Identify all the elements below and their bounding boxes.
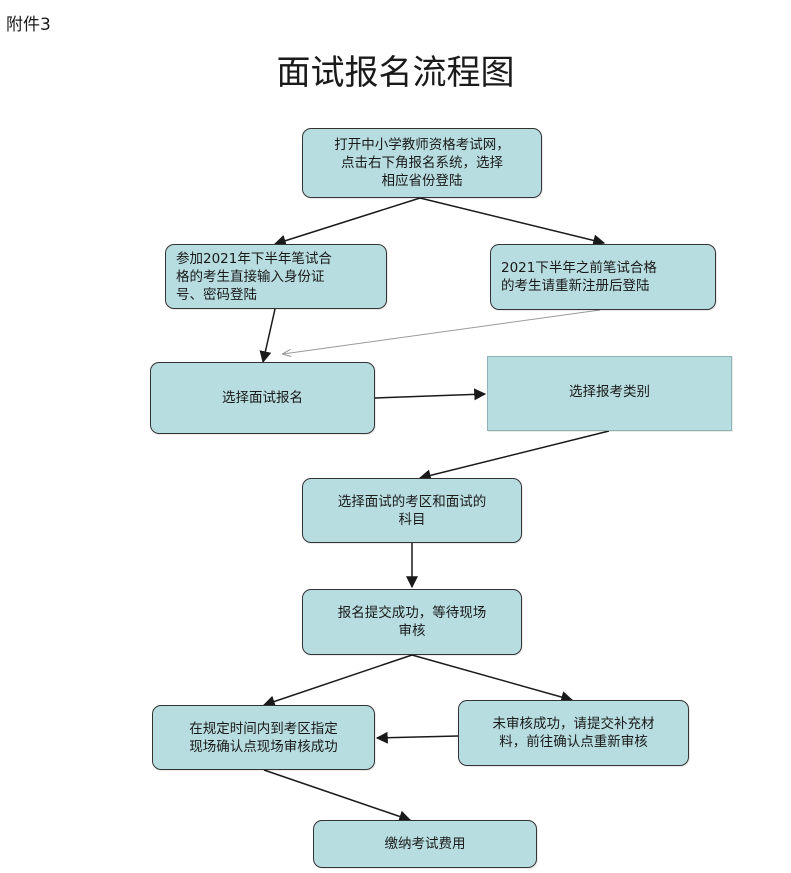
arrow-submit-to-onsite: [262, 654, 413, 708]
node-review-failed-text: 未审核成功，请提交补充材 料，前往确认点重新审核: [492, 716, 655, 750]
node-review-failed: 未审核成功，请提交补充材 料，前往确认点重新审核: [458, 700, 689, 766]
arrow-open-to-before: [419, 197, 606, 247]
node-before-2021-register: 2021下半年之前笔试合格 的考生请重新注册后登陆: [490, 244, 716, 310]
attachment-label: 附件3: [6, 15, 51, 35]
node-open-exam-website-text: 打开中小学教师资格考试网， 点击右下角报名系统，选择 相应省份登陆: [334, 137, 510, 189]
node-onsite-review-success: 在规定时间内到考区指定 现场确认点现场审核成功: [152, 705, 375, 770]
arrow-before-to-select: [283, 309, 601, 354]
node-open-exam-website: 打开中小学教师资格考试网， 点击右下角报名系统，选择 相应省份登陆: [302, 128, 542, 198]
node-select-area-subject-text: 选择面试的考区和面试的 科目: [337, 493, 487, 528]
arrow-select-to-category: [374, 388, 487, 401]
arrow-submit-to-failed: [411, 654, 574, 703]
arrow-passed-to-select: [259, 308, 276, 364]
node-passed-2021-login: 参加2021年下半年笔试合 格的考生直接输入身份证 号、密码登陆: [165, 244, 387, 309]
node-onsite-review-success-text: 在规定时间内到考区指定 现场确认点现场审核成功: [189, 720, 338, 755]
node-select-interview-registration: 选择面试报名: [150, 362, 375, 434]
node-select-category: 选择报考类别: [487, 356, 732, 431]
node-pay-exam-fee-text: 缴纳考试费用: [384, 836, 466, 852]
arrow-open-to-passed: [273, 197, 421, 247]
node-passed-2021-login-text: 参加2021年下半年笔试合 格的考生直接输入身份证 号、密码登陆: [176, 250, 332, 303]
node-submit-success: 报名提交成功，等待现场 审核: [302, 589, 522, 655]
node-select-category-text: 选择报考类别: [569, 384, 650, 400]
arrow-category-to-area: [418, 430, 610, 482]
node-before-2021-register-text: 2021下半年之前笔试合格 的考生请重新注册后登陆: [501, 260, 657, 294]
node-pay-exam-fee: 缴纳考试费用: [313, 820, 537, 868]
page-title: 面试报名流程图: [276, 53, 515, 93]
node-select-interview-registration-text: 选择面试报名: [222, 390, 303, 406]
node-select-area-subject: 选择面试的考区和面试的 科目: [302, 478, 522, 543]
node-submit-success-text: 报名提交成功，等待现场 审核: [337, 605, 487, 639]
arrow-failed-to-onsite: [375, 731, 459, 744]
arrow-onsite-to-pay: [263, 769, 412, 823]
